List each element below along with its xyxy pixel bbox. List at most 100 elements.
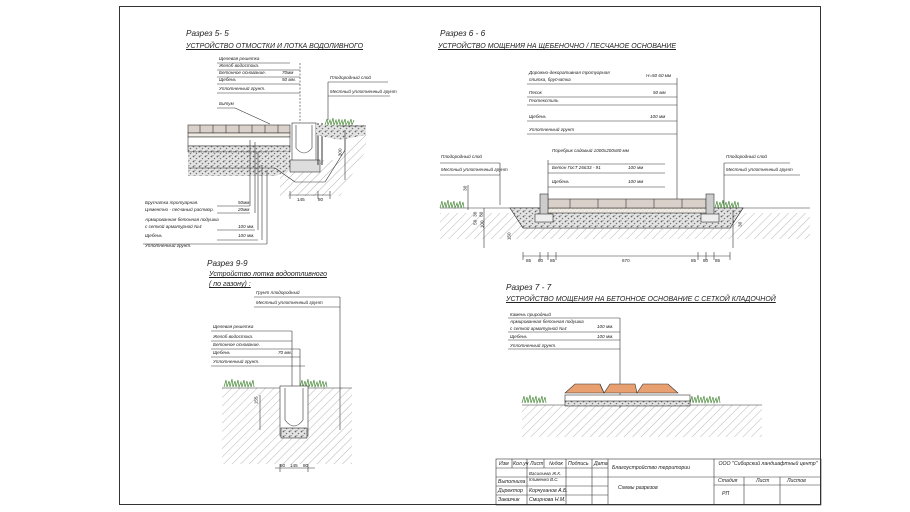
stamp-header-date: Дата [594, 461, 608, 467]
section-9-9-subtitle: Устройство лотка водоотливного [209, 271, 327, 278]
s66-left-fertile: Плодородный слой [441, 154, 482, 159]
s99-dim-155: 155 [253, 396, 259, 405]
section-7-7-title: Разрез 7 - 7 [506, 283, 552, 292]
stamp-name-2: Клименко В.С. [529, 477, 559, 482]
stamp-project: Благоустройство территории [612, 465, 691, 471]
s66-value-gravel: 100 мм [650, 114, 666, 119]
s99-label-native: Местный уплотненный грунт [256, 300, 323, 305]
s55-bottom-paver-value: 50мм. [238, 200, 251, 205]
section-5-5-subtitle: УСТРОЙСТВО ОТМОСТКИ И ЛОТКА ВОДОЛИВНОГО [186, 43, 364, 50]
s55-label-native: Местный уплотненный грунт [330, 89, 397, 94]
section-5-5-title: Разрез 5- 5 [186, 29, 229, 38]
s55-bottom-mortar: Цементно - песчаный раствор. [145, 207, 214, 212]
stamp-header-izm: Изм [499, 461, 509, 467]
s66-label-gravel: Щебень [529, 114, 546, 119]
stamp-role-director: Директор [498, 488, 523, 494]
s55-bottom-paver: Брусчатка тротуарная. [145, 200, 199, 205]
s66-label-paver1: Дорожно-декоративная тротуарная [529, 70, 610, 75]
s99-dim-145: 145 [290, 463, 298, 468]
s55-dim-300: 300 [337, 148, 343, 157]
section-6-6-title: Разрез 6 - 6 [440, 29, 486, 38]
s66-dim-30b: 30 [472, 211, 478, 217]
s55-bottom-slab: Армированная бетонная подушка [145, 217, 219, 222]
s55-dim-145: 145 [297, 197, 305, 202]
section-5-5-drawing [143, 62, 390, 245]
s99-dim-80b: 80 [303, 463, 309, 468]
s99-label-gutter: Желоб водостока. [213, 334, 254, 339]
s66-label-geotextile: Геотекстиль [529, 98, 559, 103]
stamp-name-4: Смирнова Н.М. [529, 497, 566, 503]
s99-label-gravel: Щебень [213, 350, 230, 355]
s99-label-grate: Щелевая решетка [213, 324, 254, 329]
drawing-frame [119, 6, 821, 505]
s66-label-beton: Бетон ГосТ 26633 - 91 [552, 165, 601, 170]
stamp-col-sheets: Листов [787, 478, 806, 484]
s66-dim-85c: 85 [691, 258, 697, 263]
s99-label-concrete: Бетонное основание. [213, 342, 260, 347]
s66-dim-670: 670 [622, 258, 630, 263]
s55-label-gutter: Желоб водостока. [219, 63, 260, 68]
stamp-drawing: Схемы разрезов [618, 485, 658, 491]
s66-value-beton: 100 мм [628, 165, 644, 170]
s66-dim-80a: 80 [538, 258, 544, 263]
s77-value-gravel: 100 мм. [597, 334, 614, 339]
s77-value-slab: 100 мм. [597, 324, 614, 329]
stamp-header-sign: Подпись [568, 461, 589, 467]
s55-label-bitumen: Битум [219, 101, 234, 106]
s66-value-curb-gravel: 100 мм [628, 179, 644, 184]
stamp-name-3: Корчуганов А.Б. [529, 488, 568, 494]
stamp-header-kol: Кол.уч [513, 461, 529, 467]
s55-dim-80: 80 [318, 197, 324, 202]
section-7-7-subtitle: УСТРОЙСТВО МОЩЕНИЯ НА БЕТОННОЕ ОСНОВАНИЕ… [506, 296, 776, 303]
section-9-9-drawing [211, 296, 352, 472]
s55-label-soil: Уплотненный грунт. [219, 86, 266, 91]
s55-bottom-mortar-value: 20мм [238, 207, 250, 212]
section-7-7-drawing [508, 317, 762, 437]
stamp-header-list: Лист [530, 461, 544, 467]
s99-dim-80a: 80 [280, 463, 286, 468]
s66-dim-80: 80 [478, 211, 484, 217]
s55-bottom-mesh: с сеткой арматурной №4 [145, 224, 202, 229]
s77-label-gravel: Щебень [510, 334, 527, 339]
section-6-6-subtitle: УСТРОЙСТВО МОЩЕНИЯ НА ЩЕБЕНОЧНО / ПЕСЧАН… [438, 43, 677, 50]
s55-label-concrete: Бетонное основание. [219, 70, 266, 75]
s55-label-fertile: Плодородный слой [330, 75, 371, 80]
s55-bottom-soil: Уплотненный грунт. [145, 243, 192, 248]
stamp-role-author: Выполнила [498, 479, 526, 485]
s55-label-grate: Щелевая решетка [219, 56, 260, 61]
stamp-stage: РП [722, 491, 730, 497]
s66-value-paver: Н=50 60 мм [646, 73, 672, 78]
s77-label-mesh: с сеткой арматурной №4 [510, 326, 567, 331]
s77-label-slab: Армированная бетонная подушка [510, 319, 584, 324]
s66-right-fertile: Плодородный слой [726, 154, 767, 159]
s66-dim-50: 50 [472, 219, 478, 225]
s66-dim-30c: 30 [737, 221, 743, 227]
s66-dim-150: 150 [506, 232, 512, 241]
s55-bottom-slab-value: 100 мм. [238, 224, 255, 229]
s66-dim-85d: 85 [715, 258, 721, 263]
s66-label-sand: Песок [529, 90, 542, 95]
stamp-name-1: Васильева Ж.К. [529, 471, 562, 476]
s66-right-native: Местный уплотненный грунт [726, 167, 793, 172]
s66-label-paver2: плитка, брусчатка [529, 77, 571, 82]
s99-label-fertile: Грунт плодородный [256, 290, 300, 295]
s55-bottom-gravel: Щебень [145, 233, 162, 238]
s55-value-gravel: 50 мм. [282, 77, 296, 82]
s66-dim-80b: 80 [703, 258, 709, 263]
s66-label-soil: Уплотненный грунт [529, 127, 575, 132]
stamp-company: ООО "Сибирский ландшафтный центр" [718, 461, 818, 467]
section-9-9-title: Разрез 9-9 [207, 259, 248, 268]
s99-value-gravel: 70 мм. [278, 350, 292, 355]
s99-label-soil: Уплотненный грунт. [213, 359, 260, 364]
s66-dim-30a: 30 [462, 185, 468, 191]
s55-value-concrete: 70мм [282, 70, 294, 75]
s66-label-curb: Поребрик садовый 1000х200х80 мм [552, 148, 629, 153]
stamp-col-stage: Стадия [718, 478, 738, 484]
s66-dim-85b: 85 [550, 258, 556, 263]
s66-left-native: Местный уплотненный грунт [441, 167, 508, 172]
section-6-6-drawing [439, 78, 810, 260]
s55-label-gravel: Щебень [219, 77, 236, 82]
section-9-9-subtitle2: ( по газону) : [209, 281, 251, 288]
